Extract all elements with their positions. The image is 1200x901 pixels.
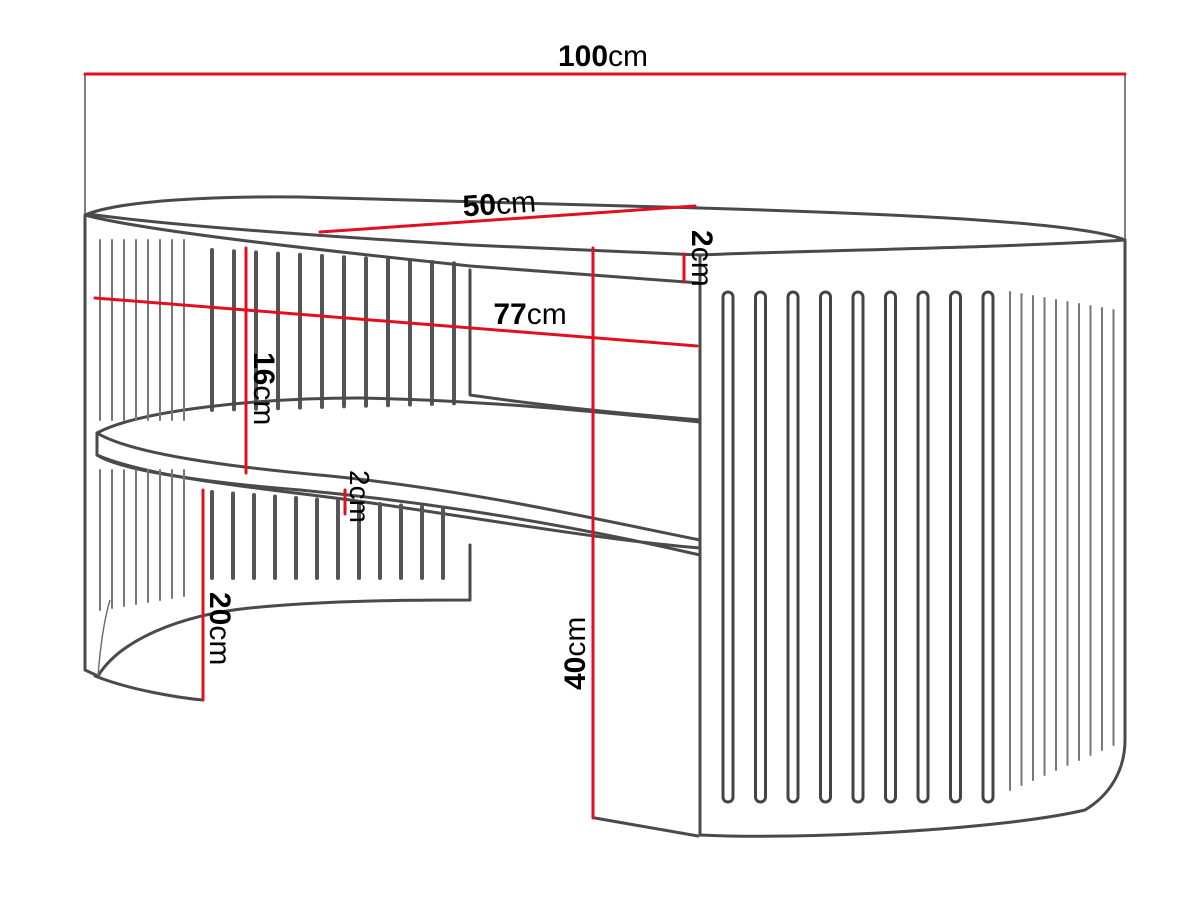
- total-height-label: 40cm: [559, 617, 592, 690]
- left-end-panel: [83, 213, 472, 678]
- shelf-thickness-label: 2cm: [344, 470, 375, 523]
- depth-label: 50cm: [462, 186, 537, 224]
- top-thickness-label: 2cm: [685, 230, 718, 287]
- base-height-label: 20cm: [203, 592, 236, 665]
- depth-dimension-line: [318, 204, 697, 234]
- slot: [981, 290, 995, 804]
- width-label: 100cm: [558, 40, 648, 73]
- middle-shelf: [95, 396, 702, 435]
- slot: [884, 290, 897, 804]
- slot: [721, 290, 735, 804]
- slot: [754, 290, 767, 804]
- right-end-slots: [721, 290, 995, 804]
- back-left-slats: [210, 248, 456, 412]
- slot: [786, 290, 800, 804]
- inner-length-label: 77cm: [493, 298, 566, 331]
- table-top: [83, 195, 1127, 264]
- left-side-slats: [99, 239, 185, 611]
- slot: [851, 290, 865, 804]
- shelf-gap-label: 16cm: [247, 352, 280, 425]
- slot: [949, 290, 962, 804]
- table-drawing: [83, 195, 1127, 838]
- slot: [916, 290, 930, 804]
- front-lower-slats: [210, 490, 445, 580]
- slot: [819, 290, 832, 804]
- dimension-labels: 100cm 50cm 77cm 2cm 16cm 2cm 20cm 40cm: [203, 40, 718, 690]
- right-end-side-slats: [1009, 291, 1115, 791]
- left-end-bottom-arc: [93, 674, 205, 702]
- dimension-lines: [83, 72, 1127, 820]
- inner-length-line: [93, 296, 699, 348]
- right-end-panel: [698, 238, 1127, 838]
- front-opening: [468, 268, 702, 422]
